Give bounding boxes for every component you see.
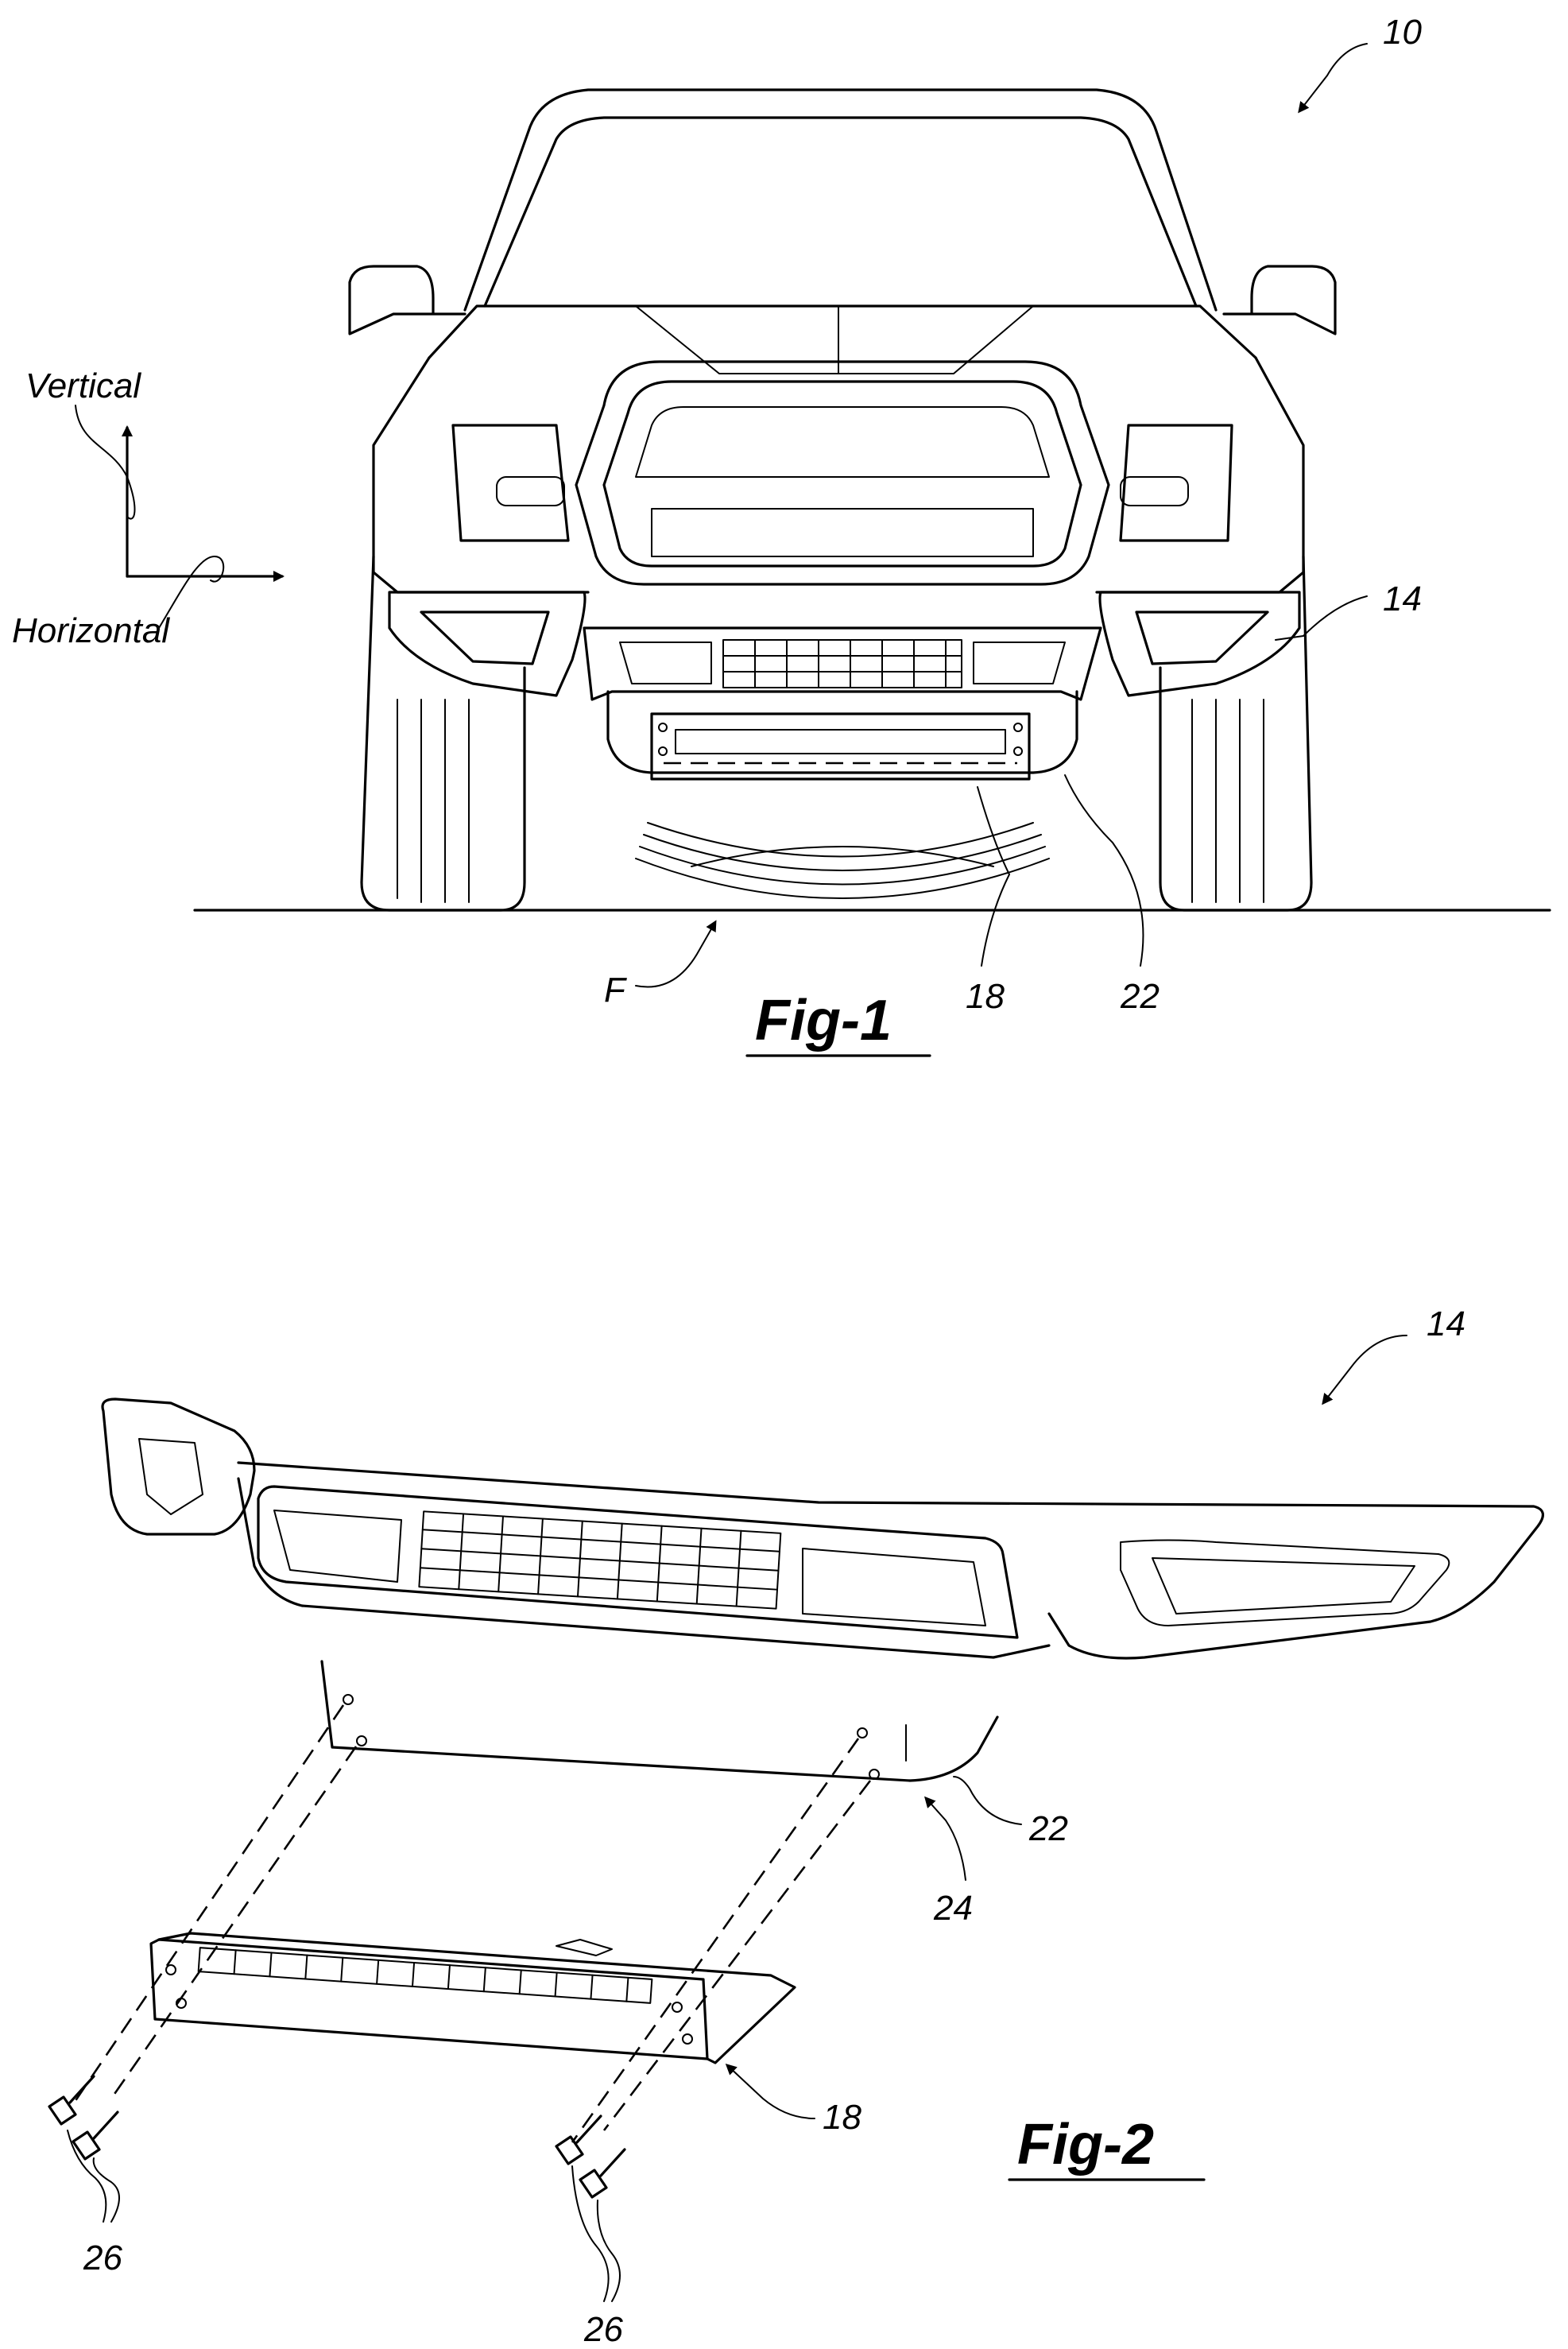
ref-24: 24: [933, 1889, 973, 1928]
right-wing-vent: [1121, 1541, 1449, 1626]
leader-14-icon: [1276, 596, 1367, 640]
ref-14-fig2: 14: [1427, 1304, 1465, 1343]
light-field-arcs: [636, 823, 1049, 898]
bar-hole-icon: [672, 2002, 682, 2012]
bumper-assembly-14: [103, 1399, 1543, 1781]
bar-hole-icon: [683, 2034, 692, 2044]
right-fascia: [1097, 358, 1303, 592]
ref-22-fig1: 22: [1120, 977, 1160, 1016]
leader-arrow-icon: [1323, 1335, 1407, 1403]
light-bar-lens: [676, 730, 1005, 754]
bumper-center: [584, 628, 1101, 700]
light-bar-housing: [652, 714, 1029, 779]
skid-plate-22: [608, 692, 1077, 773]
fasteners-26: [49, 2076, 625, 2197]
ref-26-left: 26: [83, 2239, 122, 2277]
right-tire: [1160, 556, 1311, 910]
fastener-hole-icon: [659, 723, 667, 731]
right-headlight: [1121, 425, 1232, 541]
ref-14-fig1: 14: [1383, 579, 1422, 618]
bumper-mesh-pattern: [419, 1511, 780, 1608]
bumper-right-opening: [803, 1549, 985, 1626]
front-bumper-14: [389, 592, 1299, 700]
figure-1-caption: Fig-1: [755, 989, 892, 1052]
leader-22-icon: [954, 1777, 1021, 1824]
bumper-left-opening: [274, 1510, 401, 1582]
truck-front-view: [350, 90, 1335, 910]
fastener-icon: [556, 2116, 601, 2164]
horizontal-axis-label: Horizontal: [12, 611, 170, 650]
ref-F: F: [604, 971, 627, 1010]
leader-arrow-icon: [926, 1798, 966, 1880]
fastener-icon: [49, 2076, 94, 2124]
left-fascia: [374, 358, 588, 592]
grille-lower-bar: [652, 509, 1033, 556]
right-wing-vent-inner: [1152, 1558, 1415, 1614]
figure-1: Vertical Horizontal: [12, 13, 1550, 1056]
fastener-icon: [73, 2112, 118, 2159]
leader-26-left-icon: [68, 2130, 106, 2222]
leader-arrow-icon: [727, 2065, 815, 2118]
left-bumper-vent: [421, 612, 548, 664]
left-bumper-end: [389, 592, 585, 696]
fastener-hole-icon: [1014, 747, 1022, 755]
mount-hole-icon: [858, 1728, 867, 1738]
light-bar-lens: [199, 1948, 652, 2003]
right-running-light: [1121, 477, 1188, 506]
hood-bulge: [636, 306, 1033, 374]
fastener-hole-icon: [659, 747, 667, 755]
fastener-hole-icon: [1014, 723, 1022, 731]
left-running-light: [497, 477, 564, 506]
skid-plate-22: [322, 1661, 997, 1781]
vertical-leader-icon: [75, 405, 134, 519]
left-tire: [362, 556, 525, 910]
left-bumper-wing: [103, 1399, 254, 1534]
right-mirror: [1224, 266, 1335, 334]
light-bar-18: [151, 1933, 795, 2063]
ref-18-fig1: 18: [966, 977, 1005, 1016]
windshield: [485, 118, 1196, 306]
left-mirror: [350, 266, 465, 334]
light-bar-segments: [234, 1950, 629, 2001]
figure-2-caption: Fig-2: [1017, 2113, 1154, 2177]
bar-hole-icon: [166, 1965, 176, 1975]
fastener-icon: [580, 2149, 625, 2197]
leader-arrow-icon: [636, 922, 715, 987]
hood-edge: [429, 306, 1256, 358]
bumper-left-opening: [620, 642, 711, 684]
ref-26-right: 26: [583, 2310, 623, 2349]
right-bumper-vent: [1136, 612, 1268, 664]
leader-26-right-icon: [572, 2166, 609, 2301]
bumper-mesh-pattern: [723, 640, 962, 688]
left-wing-vent: [139, 1439, 203, 1514]
vertical-axis-label: Vertical: [25, 366, 141, 405]
bumper-right-opening: [974, 642, 1065, 684]
leader-arrow-icon: [1299, 44, 1367, 111]
right-bumper-end: [1100, 592, 1299, 696]
grille-upper-bar: [636, 407, 1049, 477]
grille-outer: [576, 362, 1109, 584]
ref-10: 10: [1383, 13, 1422, 52]
grille-inner: [604, 382, 1081, 566]
light-bar-connector: [556, 1940, 612, 1956]
ref-18-fig2: 18: [823, 2098, 861, 2137]
figure-2: 14: [49, 1304, 1543, 2349]
mount-hole-icon: [357, 1736, 366, 1746]
bumper-mesh: [723, 640, 962, 688]
axis-indicator: Vertical Horizontal: [12, 366, 282, 650]
leader-26-left-icon: [94, 2158, 119, 2222]
left-headlight: [453, 425, 568, 541]
leader-22-icon: [1065, 775, 1143, 966]
light-bar-18: [652, 714, 1029, 779]
ref-22-fig2: 22: [1028, 1809, 1068, 1848]
mount-hole-icon: [343, 1695, 353, 1704]
